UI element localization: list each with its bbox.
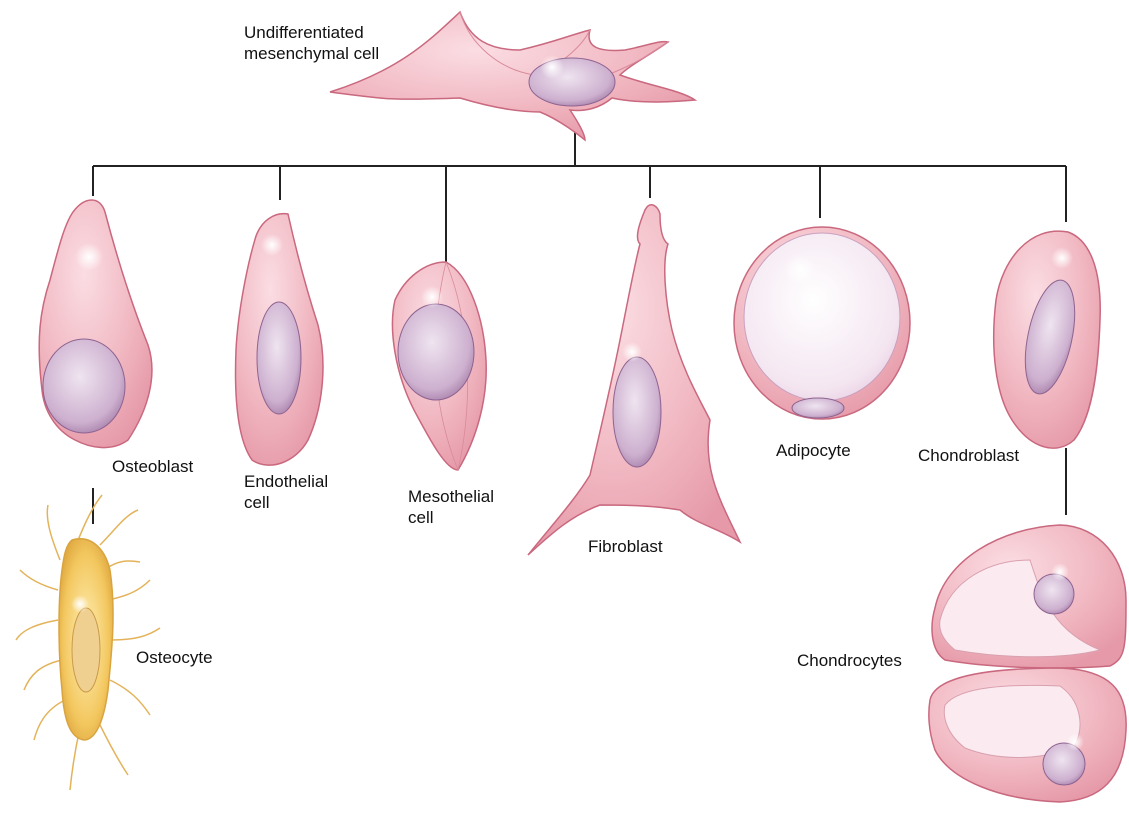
osteoblast-cell bbox=[39, 200, 152, 448]
label-endothelial-cell: Endothelial cell bbox=[244, 471, 328, 513]
chondrocytes-cells bbox=[929, 525, 1126, 802]
label-chondroblast: Chondroblast bbox=[918, 445, 1019, 466]
label-mesothelial-cell: Mesothelial cell bbox=[408, 486, 494, 528]
fibroblast-cell bbox=[528, 205, 740, 555]
label-osteoblast: Osteoblast bbox=[112, 456, 193, 477]
osteocyte-cell bbox=[16, 495, 160, 790]
label-mesenchymal-cell: Undifferentiated mesenchymal cell bbox=[244, 22, 379, 64]
label-adipocyte: Adipocyte bbox=[776, 440, 851, 461]
endothelial-cell bbox=[236, 214, 323, 465]
mesothelial-cell bbox=[392, 262, 486, 470]
label-osteocyte: Osteocyte bbox=[136, 647, 213, 668]
label-chondrocytes: Chondrocytes bbox=[797, 650, 902, 671]
label-fibroblast: Fibroblast bbox=[588, 536, 663, 557]
mesenchymal-cell bbox=[330, 12, 695, 140]
chondroblast-cell bbox=[994, 231, 1100, 448]
adipocyte-cell bbox=[734, 227, 910, 419]
